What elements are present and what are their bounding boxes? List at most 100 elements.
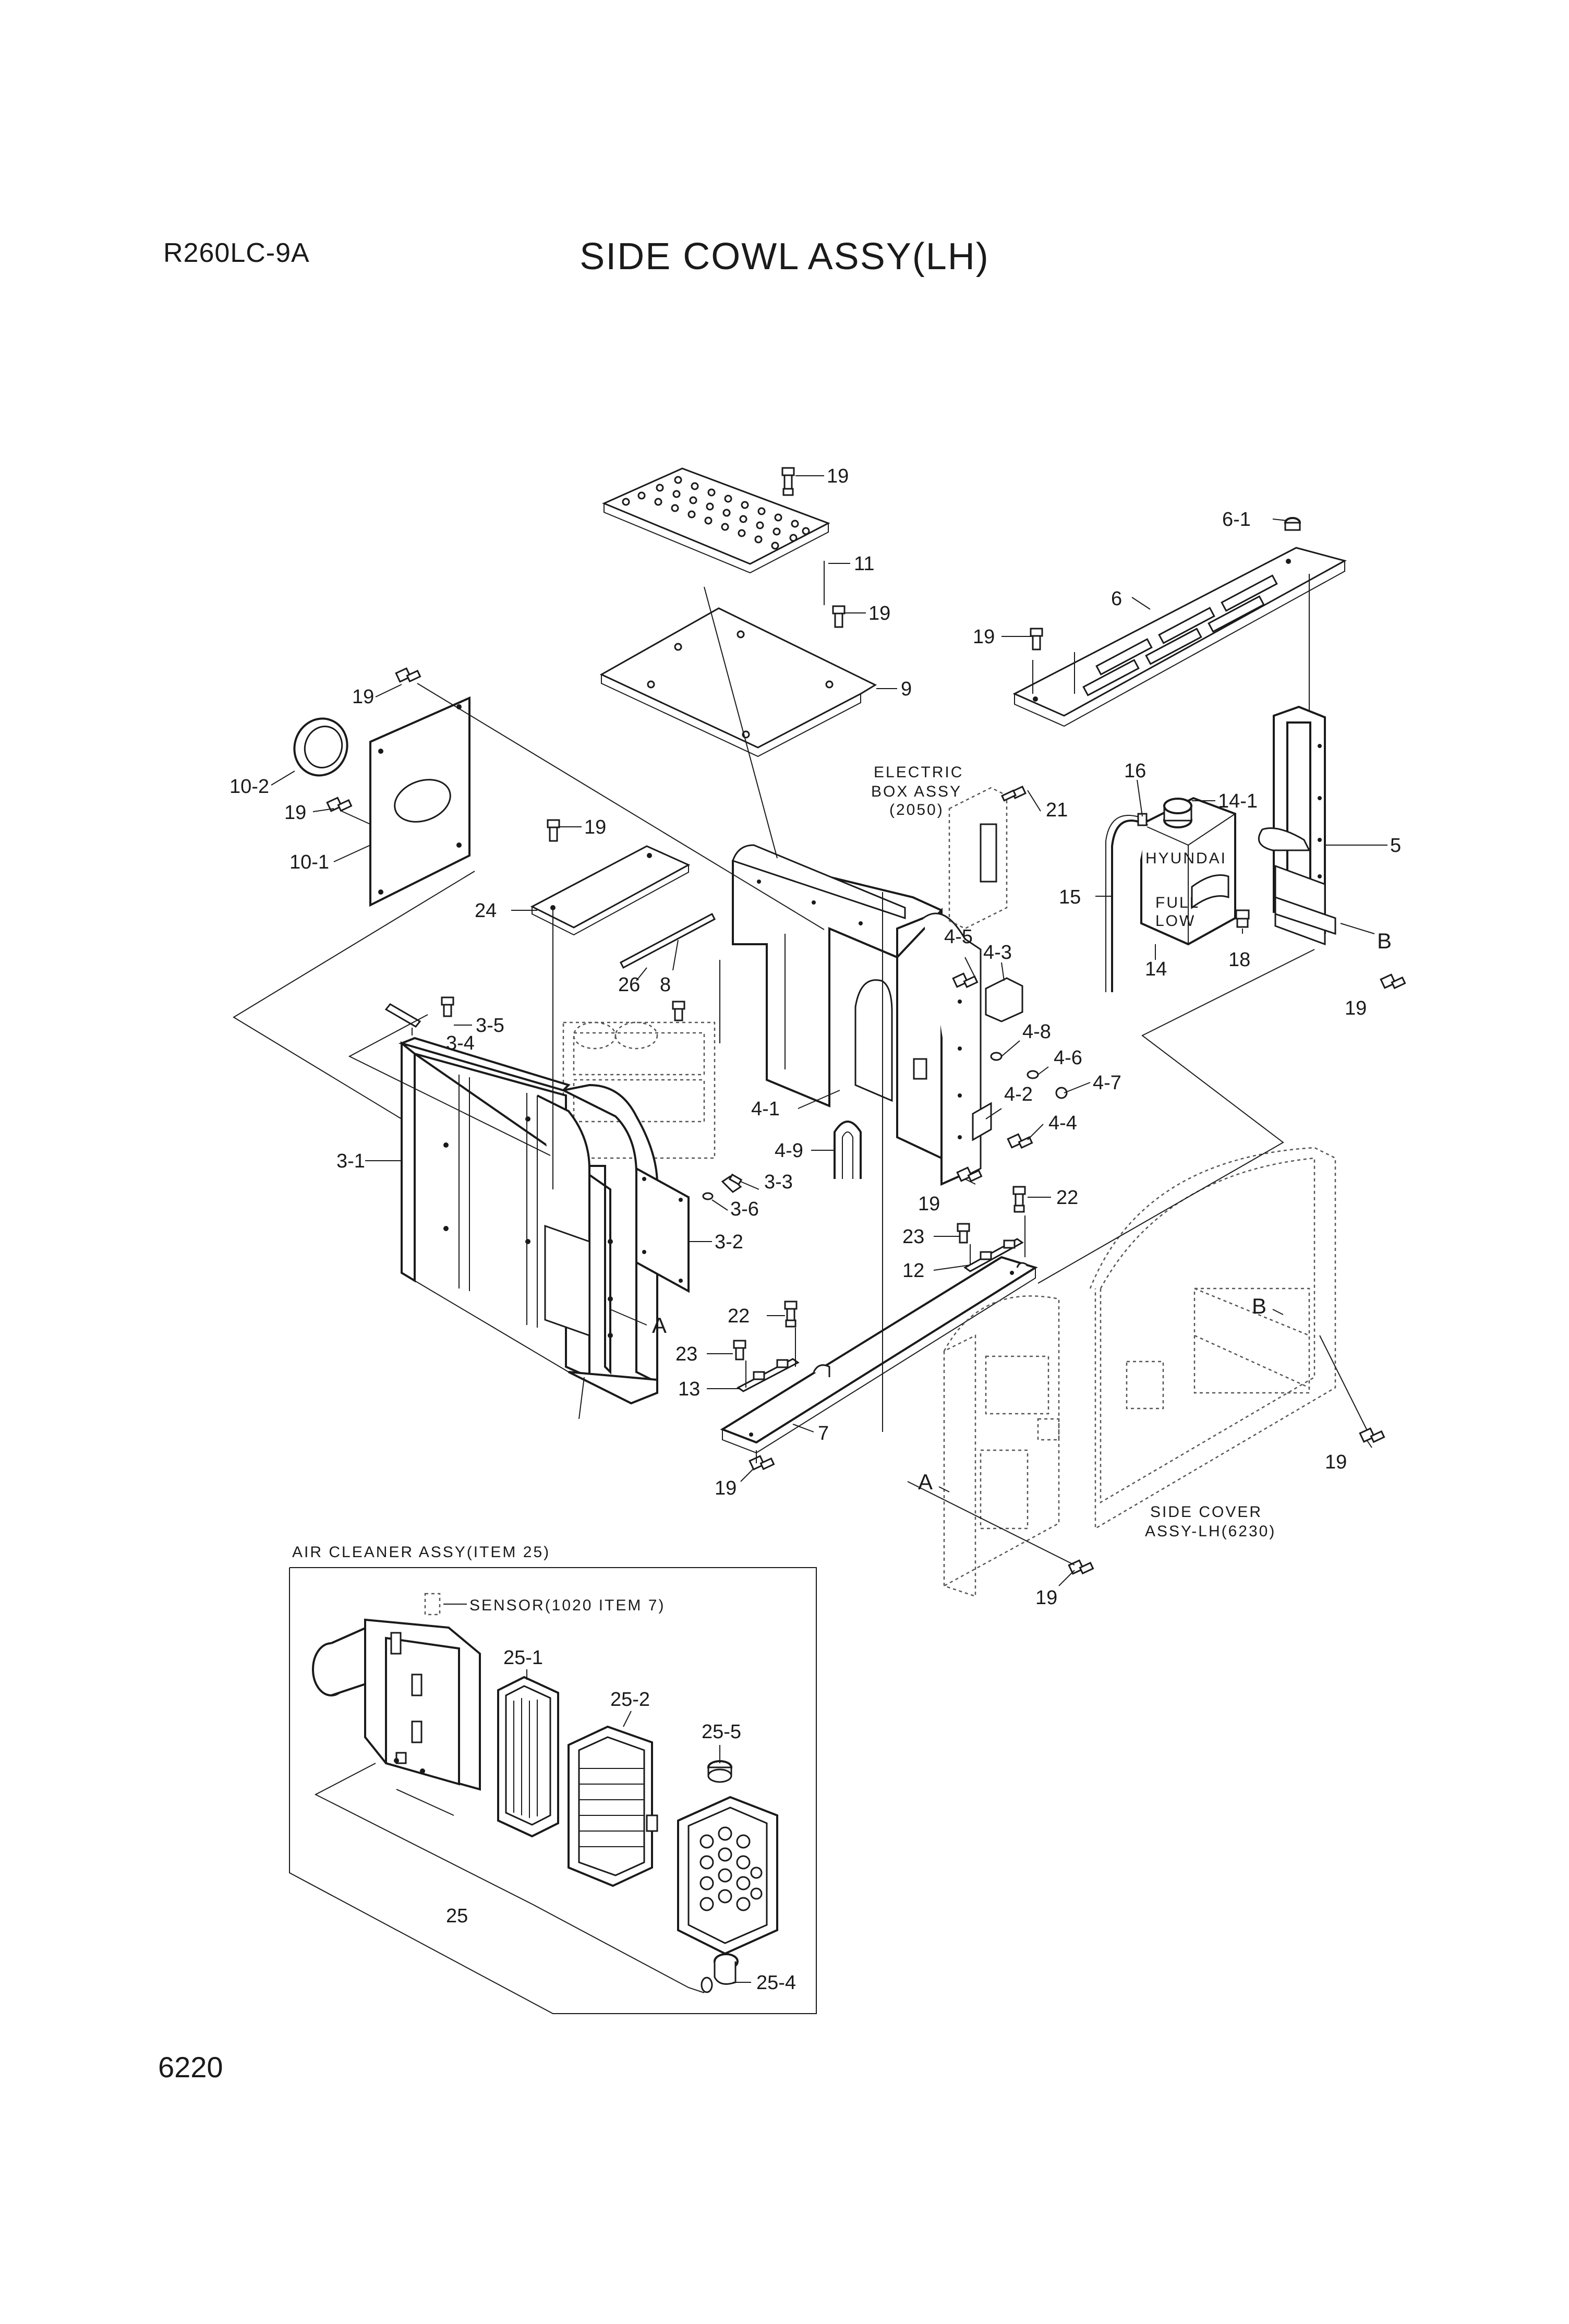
callout-3-1: 3-1 xyxy=(336,1150,365,1172)
bolt-19-frame5 xyxy=(1380,973,1406,990)
note-electric-box-1: ELECTRIC xyxy=(874,764,963,781)
side-panel-3-1 xyxy=(398,1037,658,1405)
bolt-4-5 xyxy=(952,972,979,989)
callout-A-panel: A xyxy=(652,1313,667,1338)
bolt-19-bracket6 xyxy=(1030,628,1043,651)
bolt-19-mid xyxy=(956,1166,983,1183)
control-valve-reference xyxy=(562,1021,716,1159)
bolt-19-top xyxy=(781,467,795,496)
tank-brand-label: HYUNDAI xyxy=(1145,850,1227,867)
callout-19-k: 19 xyxy=(1035,1587,1057,1609)
cover-plate-9 xyxy=(599,607,877,757)
bolt-19-bracket24 xyxy=(547,819,560,842)
callout-26: 26 xyxy=(618,974,640,996)
callout-3-6: 3-6 xyxy=(730,1198,759,1220)
callout-19-f: 19 xyxy=(1345,997,1367,1019)
bolt-3-5-b xyxy=(672,1001,685,1021)
callout-4-6: 4-6 xyxy=(1054,1047,1082,1069)
air-cleaner-inset xyxy=(289,1567,817,2014)
callout-14-1: 14-1 xyxy=(1218,790,1258,812)
callout-25-2: 25-2 xyxy=(610,1689,650,1711)
callout-19-h: 19 xyxy=(918,1193,940,1215)
sensor-reference xyxy=(424,1593,441,1616)
callout-6: 6 xyxy=(1111,588,1122,610)
callout-25-5: 25-5 xyxy=(702,1721,741,1743)
electric-box-reference xyxy=(948,787,1008,930)
callout-18: 18 xyxy=(1228,949,1250,971)
callout-4-2: 4-2 xyxy=(1004,1083,1033,1105)
bolt-4-4 xyxy=(1007,1133,1033,1149)
page-number: 6220 xyxy=(158,2051,223,2084)
callout-9: 9 xyxy=(901,678,912,700)
clip-12 xyxy=(963,1238,1024,1272)
model-number: R260LC-9A xyxy=(163,238,310,268)
callout-14: 14 xyxy=(1145,958,1167,980)
assembly-guide-lines xyxy=(233,561,1367,1566)
callout-3-3: 3-3 xyxy=(764,1171,793,1193)
callout-19-g: 19 xyxy=(584,816,606,838)
callout-23-b: 23 xyxy=(675,1343,697,1365)
air-cleaner-title: AIR CLEANER ASSY(ITEM 25) xyxy=(292,1544,550,1561)
callout-10-2: 10-2 xyxy=(230,776,269,798)
callout-19-c: 19 xyxy=(973,626,995,648)
filter-element-25-2 xyxy=(568,1725,658,1887)
rail-7 xyxy=(720,1256,1038,1454)
callout-4-8: 4-8 xyxy=(1022,1021,1051,1043)
seal-ring-10-2 xyxy=(293,717,348,777)
side-cover-assy-reference xyxy=(943,1147,1336,1597)
bolt-19-plate9 xyxy=(832,605,846,628)
bolt-18 xyxy=(1235,909,1250,928)
callout-4-3: 4-3 xyxy=(983,942,1012,964)
page-title: SIDE COWL ASSY(LH) xyxy=(580,236,989,278)
clip-13 xyxy=(737,1358,800,1392)
slotted-bracket-6 xyxy=(1012,547,1347,727)
bolt-4-7 xyxy=(1055,1087,1068,1099)
callout-7: 7 xyxy=(818,1423,829,1444)
callout-22-a: 22 xyxy=(1056,1187,1078,1209)
callout-16: 16 xyxy=(1124,760,1146,782)
callout-25: 25 xyxy=(446,1905,468,1927)
callout-B-frame: B xyxy=(1377,929,1392,953)
bolt-23-lower xyxy=(733,1340,746,1360)
callout-labels: 19 11 19 9 6-1 6 19 19 10-2 19 10-1 16 1… xyxy=(230,465,1401,1994)
perforated-plate-11 xyxy=(602,467,830,574)
washer-4-8 xyxy=(990,1052,1003,1061)
note-side-cover-1: SIDE COVER xyxy=(1150,1503,1262,1521)
bolt-19-cover-b xyxy=(1359,1427,1385,1443)
flange-plate-10-1 xyxy=(369,696,470,907)
callout-24: 24 xyxy=(475,900,497,922)
bolt-19-rail xyxy=(749,1455,775,1471)
callout-5: 5 xyxy=(1390,835,1401,857)
bracket-4-3 xyxy=(985,977,1023,1022)
callout-leaders xyxy=(271,475,1387,1983)
callout-3-4: 3-4 xyxy=(446,1032,475,1054)
bolt-22-upper xyxy=(1012,1186,1026,1213)
tank-low-mark: LOW xyxy=(1155,912,1196,930)
callout-B-cover: B xyxy=(1252,1294,1266,1318)
callout-15: 15 xyxy=(1059,886,1081,908)
rod-3-4 xyxy=(384,1003,421,1028)
note-side-cover-2: ASSY-LH(6230) xyxy=(1145,1523,1276,1540)
cover-plate-3-2 xyxy=(635,1166,690,1293)
note-electric-box-3: (2050) xyxy=(889,801,944,818)
bar-26 xyxy=(620,912,716,969)
end-cover-25 xyxy=(677,1796,778,1955)
callout-6-1: 6-1 xyxy=(1222,509,1251,531)
bracket-4-2 xyxy=(972,1102,992,1141)
callout-3-2: 3-2 xyxy=(715,1231,743,1253)
callout-22-b: 22 xyxy=(728,1305,750,1327)
callout-10-1: 10-1 xyxy=(289,851,329,873)
callout-11: 11 xyxy=(854,553,874,575)
bolt-19-seal xyxy=(326,797,353,812)
callout-19-e: 19 xyxy=(284,802,306,824)
tank-full-mark: FULL xyxy=(1155,894,1200,911)
note-electric-box-2: BOX ASSY xyxy=(871,783,962,800)
filter-element-25-1 xyxy=(497,1676,559,1838)
callout-4-4: 4-4 xyxy=(1048,1112,1077,1134)
frame-5 xyxy=(1258,705,1336,946)
callout-19-b: 19 xyxy=(868,603,890,624)
callout-A-cover: A xyxy=(918,1470,933,1494)
washer-4-6 xyxy=(1027,1070,1039,1079)
